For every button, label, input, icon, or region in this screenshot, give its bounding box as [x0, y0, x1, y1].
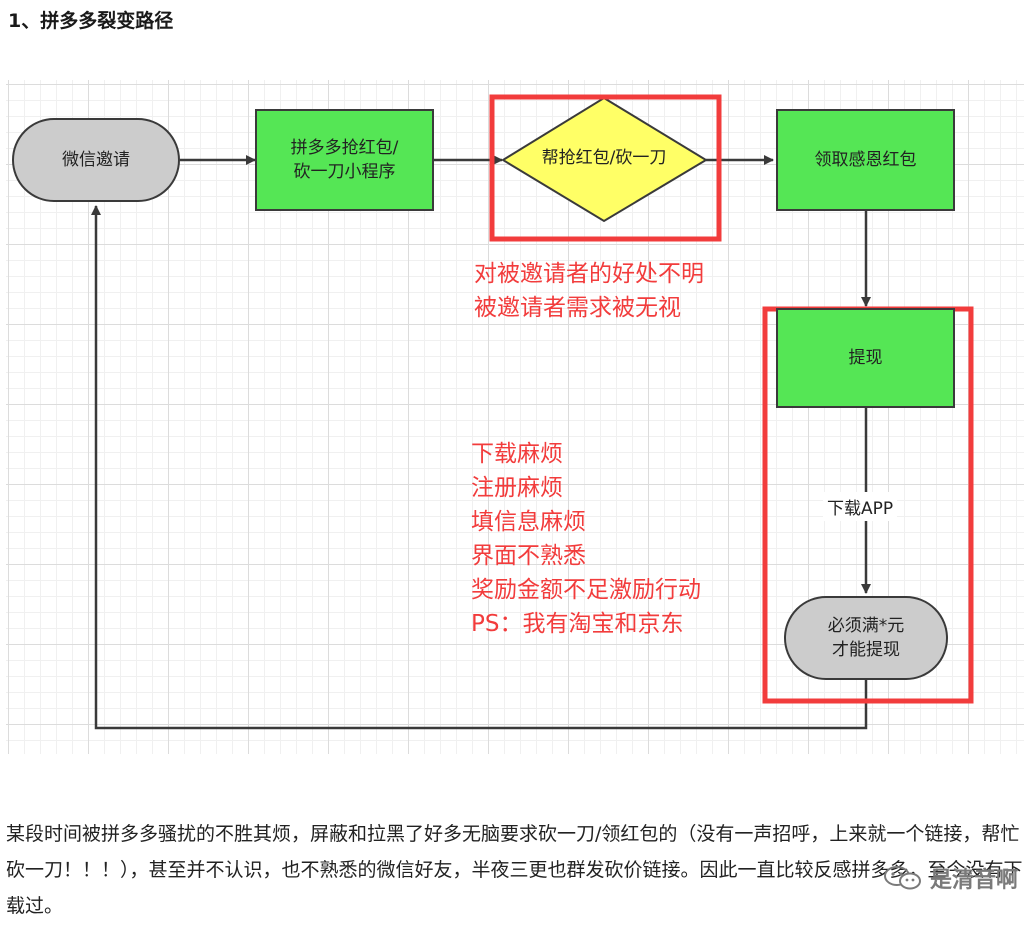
- node-wechat-invite: 微信邀请: [12, 118, 180, 202]
- edge-label-download-app: 下载APP: [823, 492, 898, 521]
- watermark: 是清音啊: [882, 862, 1018, 894]
- node-withdraw-label: 提现: [848, 348, 883, 368]
- arrow-loop-back-to-invite: [91, 205, 868, 730]
- annotation-invitee-issues: 对被邀请者的好处不明 被邀请者需求被无视: [474, 257, 704, 325]
- section-title: 1、拼多多裂变路径: [8, 10, 174, 32]
- node-must-full: 必须满*元 才能提现: [784, 596, 948, 680]
- annotation-withdraw-issues: 下载麻烦 注册麻烦 填信息麻烦 界面不熟悉 奖励金额不足激励行动 PS：我有淘宝…: [471, 437, 701, 641]
- node-must-full-line-1: 必须满*元: [827, 616, 905, 636]
- annotation-withdraw-line-4: 界面不熟悉: [471, 543, 586, 569]
- node-pdd-mini-program-line-2: 砍一刀小程序: [293, 162, 396, 182]
- annotation-withdraw-line-1: 下载麻烦: [471, 441, 563, 467]
- annotation-withdraw-line-3: 填信息麻烦: [471, 509, 586, 535]
- node-wechat-invite-label: 微信邀请: [62, 150, 130, 170]
- wechat-icon: [883, 866, 921, 890]
- annotation-withdraw-line-6: PS：我有淘宝和京东: [471, 611, 684, 637]
- node-pdd-mini-program: 拼多多抢红包/ 砍一刀小程序: [255, 109, 434, 211]
- annotation-withdraw-line-2: 注册麻烦: [471, 475, 563, 501]
- node-must-full-line-2: 才能提现: [832, 640, 900, 660]
- node-withdraw: 提现: [776, 308, 955, 408]
- node-pdd-mini-program-line-1: 拼多多抢红包/: [290, 138, 399, 158]
- article-paragraph: 某段时间被拼多多骚扰的不胜其烦，屏蔽和拉黑了好多无脑要求砍一刀/领红包的（没有一…: [6, 823, 1023, 917]
- annotation-invitee-line-1: 对被邀请者的好处不明: [474, 261, 704, 287]
- annotation-withdraw-line-5: 奖励金额不足激励行动: [471, 577, 701, 603]
- highlight-box-help: [489, 94, 722, 242]
- help-grab-diamond: [501, 96, 708, 223]
- node-receive-red-packet-label: 领取感恩红包: [814, 150, 917, 170]
- node-help-grab-label: 帮抢红包/砍一刀: [541, 148, 667, 168]
- watermark-text: 是清音啊: [929, 868, 1018, 893]
- node-receive-red-packet: 领取感恩红包: [776, 109, 955, 211]
- annotation-invitee-line-2: 被邀请者需求被无视: [474, 295, 681, 321]
